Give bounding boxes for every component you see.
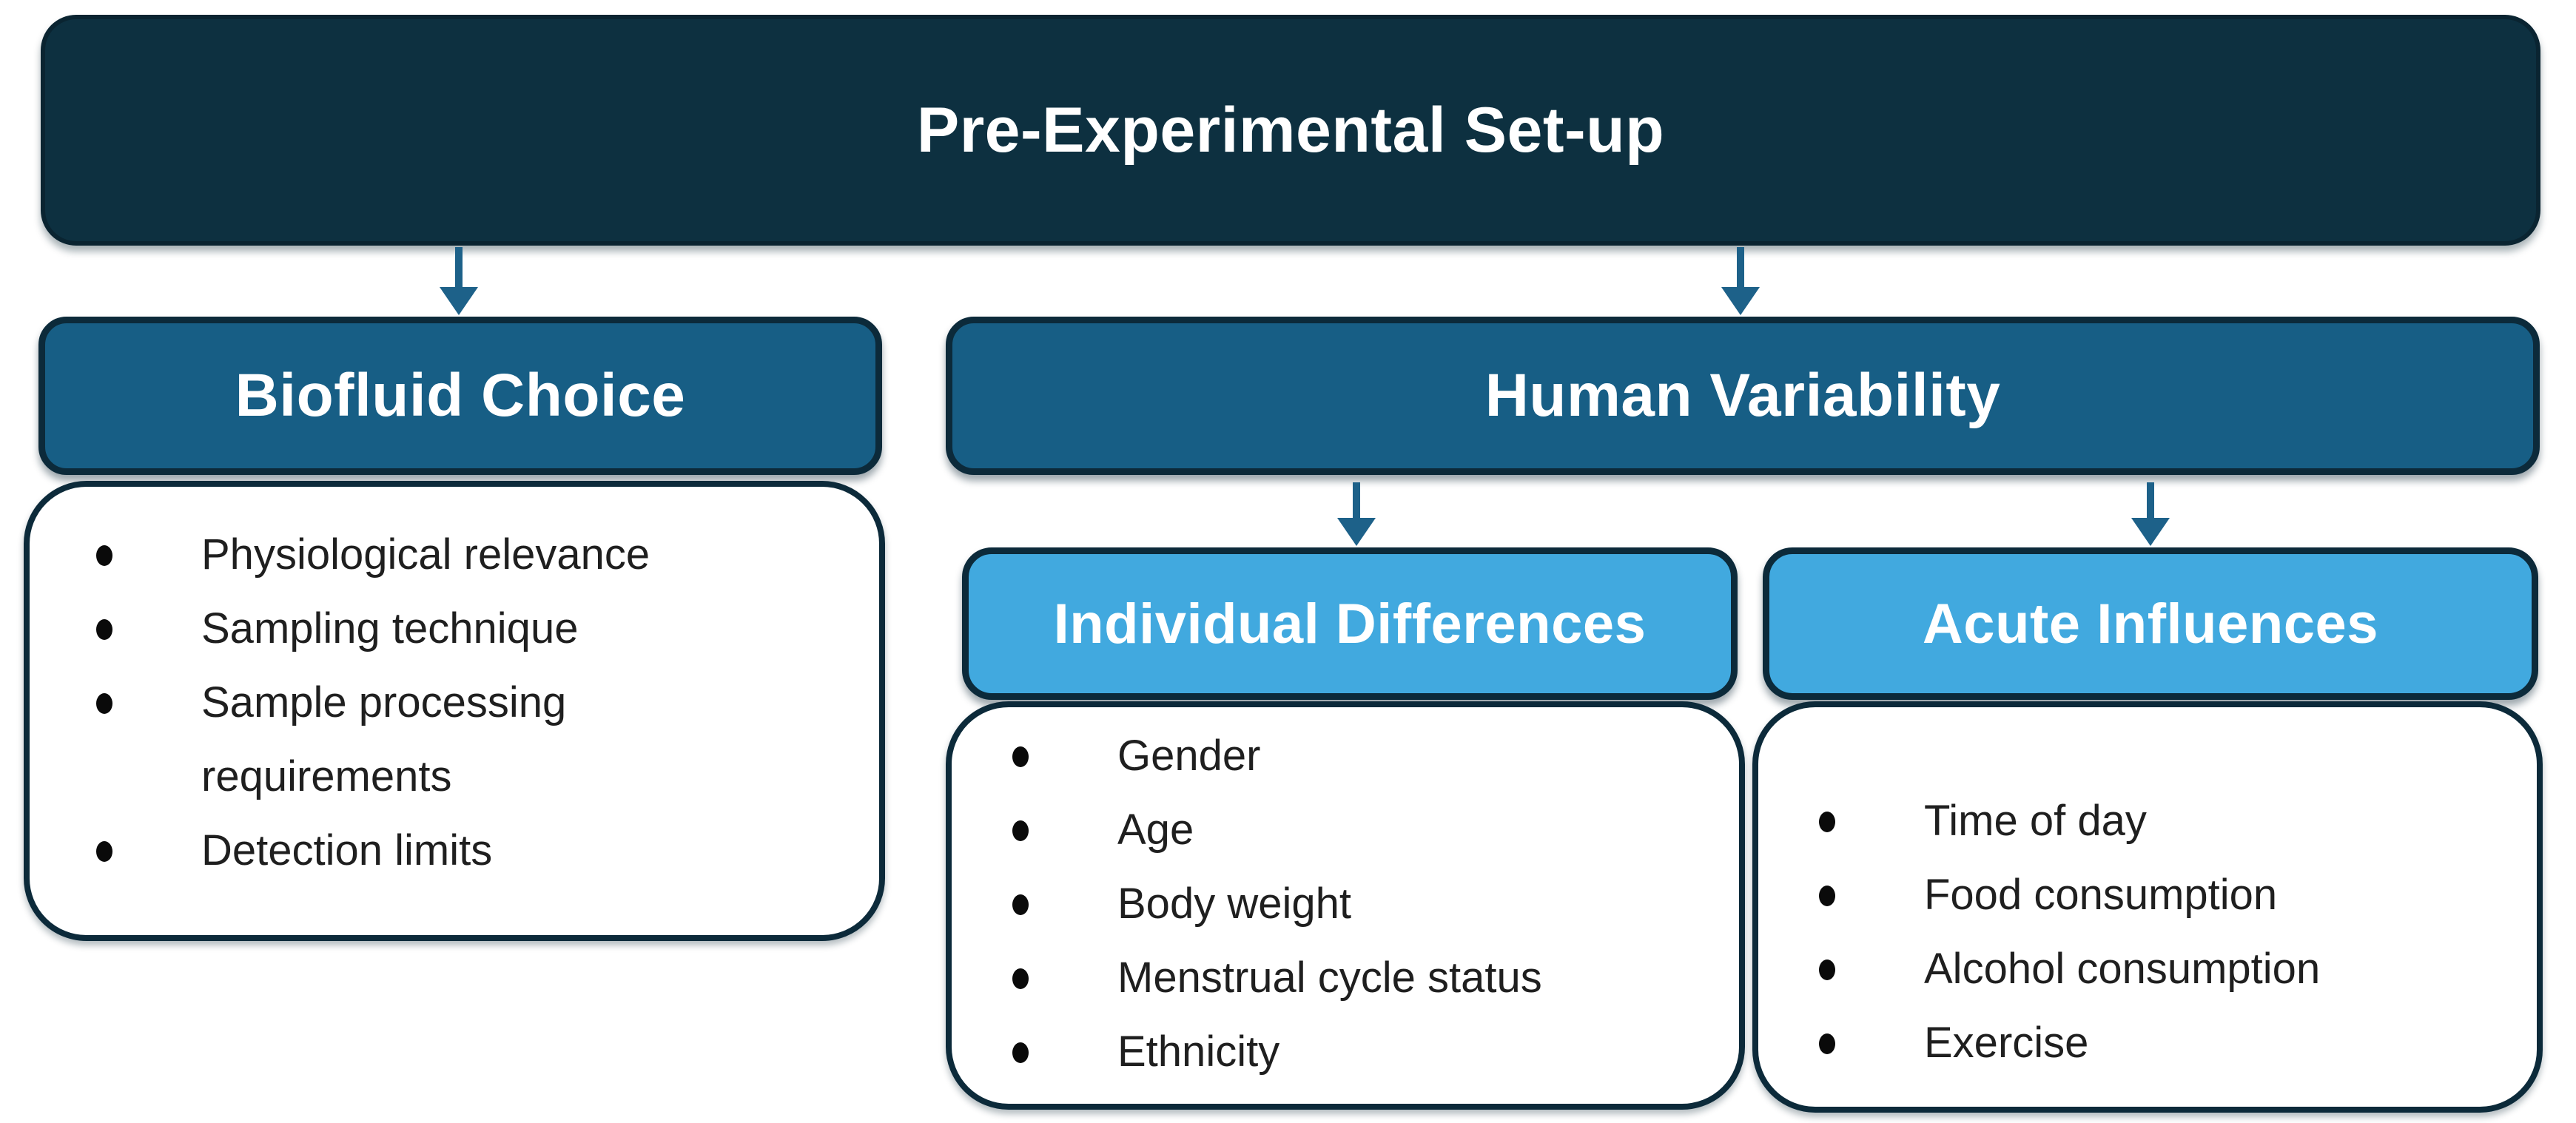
list-item: Menstrual cycle status <box>1012 941 1709 1015</box>
list-item-label: Food consumption <box>1924 871 2278 919</box>
branch-box-human-variability: Human Variability <box>946 317 2540 475</box>
arrow-head <box>1337 518 1376 546</box>
list-item-label: Menstrual cycle status <box>1117 954 1542 1002</box>
leaf-title-acute-influences: Acute Influences <box>1922 592 2379 655</box>
list-item-label: Gender <box>1117 732 1261 780</box>
bullet-icon <box>1819 960 1835 980</box>
list-item: Physiological relevance <box>96 518 842 592</box>
biofluid-bullet-list: Physiological relevance Sampling techniq… <box>96 518 842 888</box>
list-item: Ethnicity <box>1012 1015 1709 1089</box>
arrow-down-icon <box>1337 482 1376 546</box>
list-box-acute-influences: Time of day Food consumption Alcohol con… <box>1752 701 2543 1113</box>
list-item-label: Exercise <box>1924 1019 2089 1067</box>
branch-title-biofluid: Biofluid Choice <box>235 362 686 429</box>
list-box-biofluid: Physiological relevance Sampling techniq… <box>24 481 885 941</box>
list-item: Detection limits <box>96 814 842 888</box>
leaf-title-individual-differences: Individual Differences <box>1053 592 1647 655</box>
arrow-down-icon <box>440 247 478 315</box>
arrow-down-icon <box>2131 482 2170 546</box>
root-box-pre-experimental-setup: Pre-Experimental Set-up <box>41 15 2540 246</box>
bullet-icon <box>96 619 112 640</box>
list-item: Sampling technique <box>96 592 842 666</box>
arrow-shaft <box>2147 482 2154 521</box>
root-title: Pre-Experimental Set-up <box>916 94 1665 166</box>
list-item: Gender <box>1012 719 1709 793</box>
list-item: Sample processing requirements <box>96 666 842 814</box>
bullet-icon <box>1012 820 1029 841</box>
list-item: Food consumption <box>1819 858 2507 932</box>
list-item-label: Time of day <box>1924 797 2147 845</box>
arrow-shaft <box>1737 247 1744 290</box>
list-item-label: Body weight <box>1117 880 1351 928</box>
bullet-icon <box>1012 746 1029 767</box>
leaf-box-acute-influences: Acute Influences <box>1763 547 2538 700</box>
arrow-head <box>1721 287 1760 315</box>
list-item: Time of day <box>1819 784 2507 858</box>
bullet-icon <box>1012 1042 1029 1063</box>
arrow-head <box>440 287 478 315</box>
arrow-shaft <box>1353 482 1360 521</box>
arrow-head <box>2131 518 2170 546</box>
bullet-icon <box>1012 894 1029 915</box>
list-item-label: Sampling technique <box>201 604 579 652</box>
list-item-label: Ethnicity <box>1117 1028 1280 1076</box>
branch-box-biofluid-choice: Biofluid Choice <box>38 317 882 475</box>
bullet-icon <box>96 693 112 714</box>
list-item-label: Detection limits <box>201 826 493 874</box>
leaf-box-individual-differences: Individual Differences <box>962 547 1738 700</box>
list-item-label: Sample processing requirements <box>201 678 567 800</box>
bullet-icon <box>1819 1033 1835 1054</box>
bullet-icon <box>1819 812 1835 832</box>
list-item: Alcohol consumption <box>1819 932 2507 1006</box>
list-item-label: Alcohol consumption <box>1924 945 2321 993</box>
list-item: Age <box>1012 793 1709 867</box>
bullet-icon <box>1012 968 1029 989</box>
list-box-individual-differences: Gender Age Body weight Menstrual cycle s… <box>946 701 1745 1110</box>
list-item: Body weight <box>1012 867 1709 941</box>
list-item-label: Age <box>1117 806 1194 854</box>
bullet-icon <box>96 841 112 862</box>
individual-differences-bullet-list: Gender Age Body weight Menstrual cycle s… <box>1012 719 1709 1089</box>
list-item: Exercise <box>1819 1006 2507 1080</box>
bullet-icon <box>1819 886 1835 906</box>
arrow-down-icon <box>1721 247 1760 315</box>
arrow-shaft <box>455 247 463 290</box>
branch-title-human-variability: Human Variability <box>1484 362 2001 429</box>
acute-influences-bullet-list: Time of day Food consumption Alcohol con… <box>1819 784 2507 1080</box>
list-item-label: Physiological relevance <box>201 530 650 579</box>
bullet-icon <box>96 545 112 566</box>
